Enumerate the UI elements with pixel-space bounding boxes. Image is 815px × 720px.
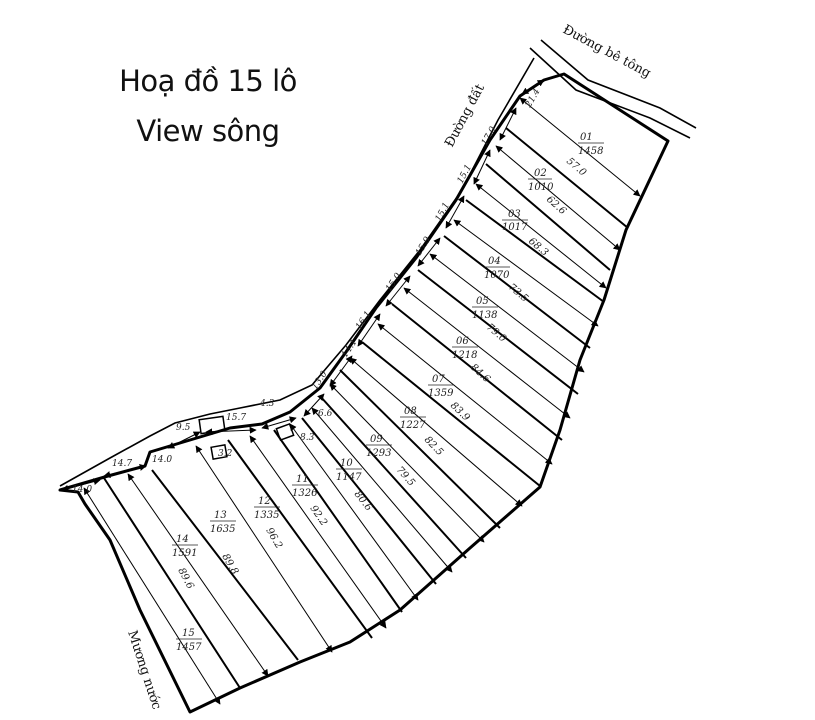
svg-text:92.2: 92.2 (308, 504, 330, 529)
lot-15-label: 15 1457 14.0 (72, 485, 202, 653)
svg-text:79.0: 79.0 (484, 322, 509, 345)
svg-text:12: 12 (258, 496, 271, 507)
lot-dividers (103, 127, 629, 689)
svg-text:07: 07 (432, 374, 445, 385)
svg-text:80.6: 80.6 (352, 489, 375, 514)
canal-label: Mương nước (124, 629, 164, 712)
svg-text:79.5: 79.5 (394, 465, 417, 489)
depth-arrows (83, 97, 641, 705)
svg-text:1017: 1017 (502, 222, 528, 233)
svg-text:57.0: 57.0 (564, 156, 589, 179)
svg-text:14.7: 14.7 (112, 459, 132, 469)
svg-text:14: 14 (176, 534, 189, 545)
svg-text:1227: 1227 (400, 420, 426, 431)
map-title: Hoạ đồ 15 lô View sông (108, 56, 308, 156)
concrete-road-edge-outer (540, 39, 697, 129)
svg-text:89.6: 89.6 (175, 566, 195, 591)
svg-text:1335: 1335 (254, 510, 279, 521)
lot-05-label: 05 1138 79.0 15.9 (414, 235, 509, 345)
svg-text:1293: 1293 (366, 448, 391, 459)
svg-text:3.2: 3.2 (218, 449, 233, 459)
svg-text:08: 08 (404, 406, 417, 417)
lot-01-label: 01 1458 57.0 21.4 (523, 87, 604, 179)
svg-text:68.3: 68.3 (526, 236, 550, 259)
svg-text:1326: 1326 (292, 488, 318, 499)
lot-12-label: 12 1335 96.2 3.2 (218, 449, 284, 551)
frontage-arrows (61, 79, 545, 492)
title-line-1: Hoạ đồ 15 lô (119, 64, 297, 98)
svg-text:02: 02 (534, 168, 547, 179)
title-line-2: View sông (136, 114, 280, 148)
svg-text:1010: 1010 (528, 182, 554, 193)
svg-text:89.8: 89.8 (219, 552, 240, 577)
svg-text:10: 10 (340, 458, 353, 469)
dim-label: 15.7 (226, 413, 246, 423)
svg-text:05: 05 (476, 296, 489, 307)
svg-text:1591: 1591 (172, 548, 197, 559)
concrete-road-label: Đường bê tông (560, 22, 653, 81)
svg-text:1138: 1138 (472, 310, 497, 321)
svg-text:15: 15 (182, 628, 195, 639)
svg-text:14.0: 14.0 (152, 455, 172, 465)
svg-text:1218: 1218 (452, 350, 477, 361)
svg-text:01: 01 (580, 132, 593, 143)
svg-text:73.5: 73.5 (506, 282, 530, 305)
svg-text:96.2: 96.2 (263, 526, 284, 551)
svg-text:14.0: 14.0 (72, 485, 92, 495)
svg-text:1147: 1147 (336, 472, 362, 483)
svg-text:09: 09 (370, 434, 383, 445)
svg-text:1457: 1457 (176, 642, 202, 653)
svg-text:03: 03 (508, 209, 521, 220)
svg-text:04: 04 (488, 256, 501, 267)
svg-text:17.0: 17.0 (480, 125, 499, 148)
svg-text:13: 13 (214, 510, 227, 521)
svg-text:14.1: 14.1 (340, 337, 360, 359)
svg-text:8.3: 8.3 (300, 433, 315, 443)
svg-text:6.6: 6.6 (318, 409, 333, 419)
svg-text:1359: 1359 (428, 388, 454, 399)
svg-text:62.6: 62.6 (544, 194, 568, 217)
svg-text:06: 06 (456, 336, 469, 347)
svg-text:1635: 1635 (210, 524, 235, 535)
svg-text:11: 11 (296, 474, 309, 485)
dim-label: 4.3 (259, 399, 275, 409)
dim-label: 9.5 (176, 423, 191, 433)
svg-text:1458: 1458 (578, 146, 603, 157)
svg-text:1070: 1070 (484, 270, 510, 281)
